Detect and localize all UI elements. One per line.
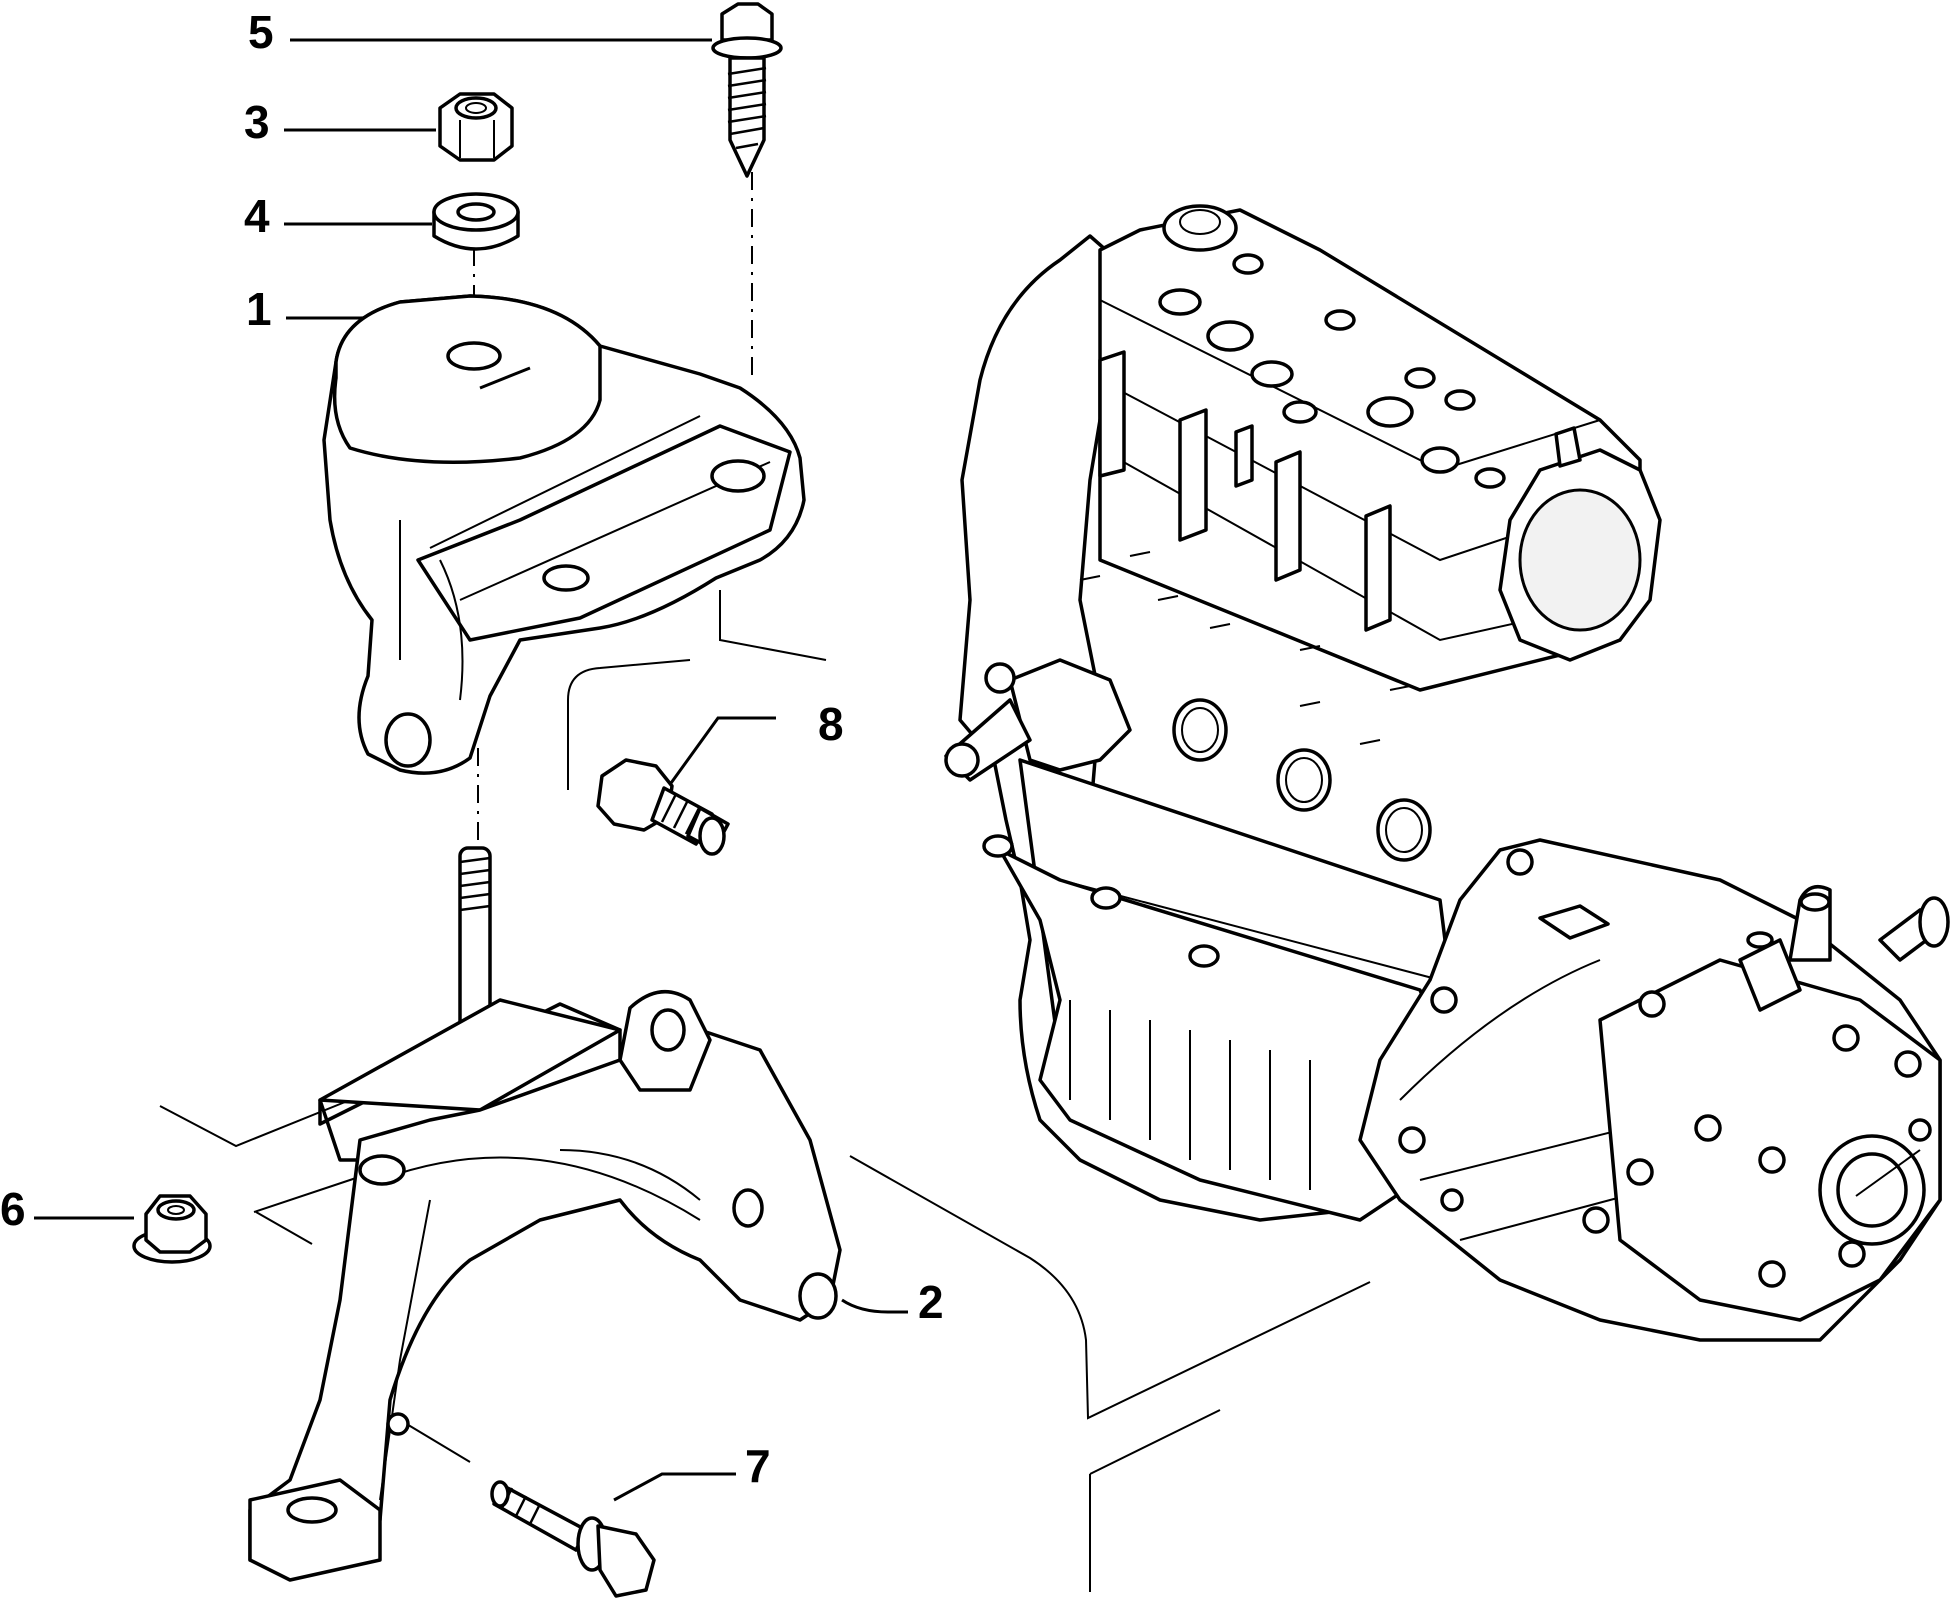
engine-gearbox-assembly (944, 204, 1950, 1342)
callout-8: 8 (818, 698, 844, 750)
part-7-flange-bolt (490, 1480, 656, 1598)
part-6-flange-nut (132, 1194, 212, 1264)
callout-3: 3 (244, 96, 270, 148)
callout-2: 2 (918, 1276, 944, 1328)
callout-6: 6 (0, 1183, 26, 1235)
leader-lines (34, 38, 908, 1502)
part-4-washer (432, 192, 520, 251)
part-2-lower-bracket (248, 989, 842, 1582)
part-8-bolt (596, 758, 730, 856)
callout-4: 4 (244, 190, 270, 242)
callout-7: 7 (745, 1440, 771, 1492)
part-3-nut (438, 92, 514, 162)
assembly-guides (159, 172, 1371, 1592)
part-1-engine-mount (322, 294, 806, 775)
callout-1: 1 (246, 283, 272, 335)
callout-5: 5 (248, 6, 274, 58)
part-5-bolt (711, 2, 783, 178)
